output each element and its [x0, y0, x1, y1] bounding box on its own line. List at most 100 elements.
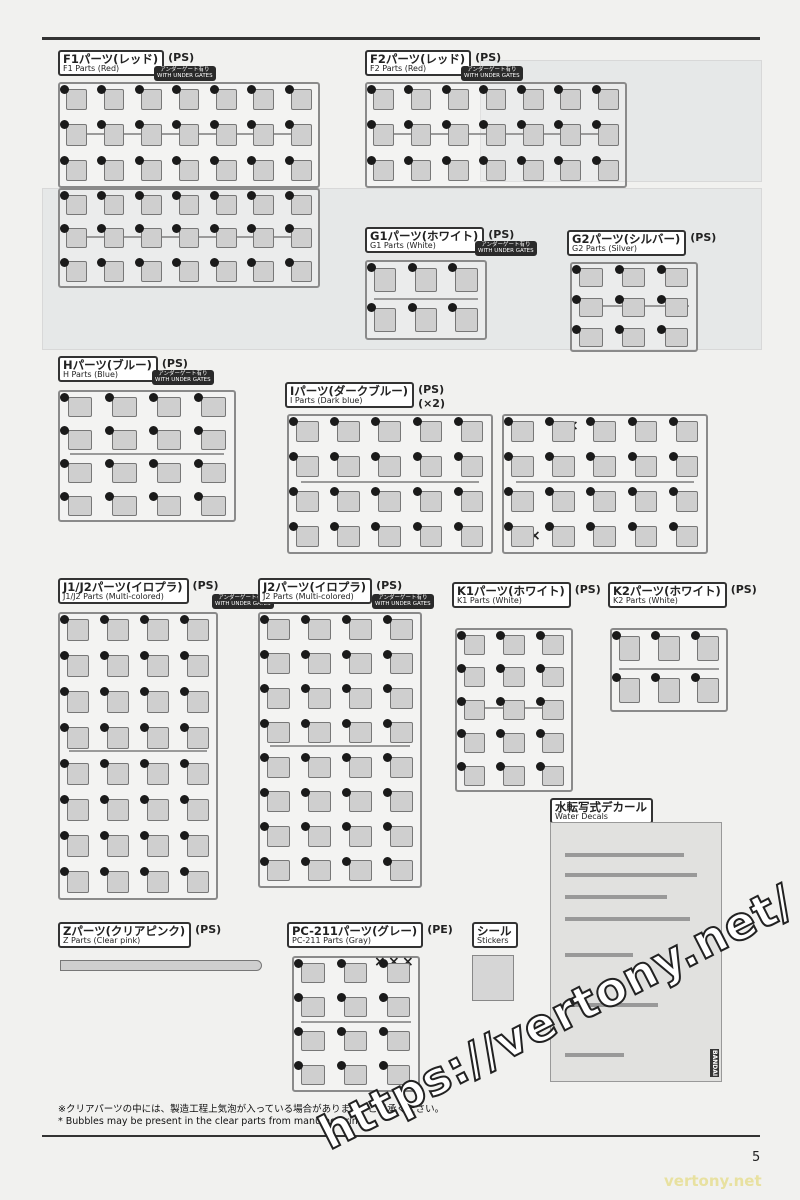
sprue-part [697, 678, 719, 704]
sprue-part [156, 495, 182, 516]
sprue-part [579, 268, 603, 287]
part-number-dot [545, 417, 555, 426]
sprue-part [502, 634, 525, 655]
sprue-part [502, 667, 525, 688]
sprue-part [201, 495, 226, 516]
z-subtitle: Z Parts (Clear pink) [63, 936, 141, 946]
sprue-part [186, 727, 209, 749]
sprue-part [463, 634, 486, 655]
sprue-part [103, 194, 125, 215]
part-number-dot [591, 120, 601, 130]
part-number-dot [100, 867, 109, 876]
sprue-part [597, 124, 619, 146]
sprue-part [390, 653, 413, 675]
part-number-dot [651, 631, 661, 640]
part-number-dot [657, 325, 667, 334]
f2-title: F2パーツ(レッド) [370, 52, 466, 66]
part-number-dot [479, 85, 489, 94]
sprue-part [178, 261, 200, 282]
f1-material: (PS) [168, 51, 195, 64]
part-number-dot [301, 718, 310, 728]
sprue-part [66, 261, 87, 282]
sprue-part [290, 228, 312, 249]
part-number-dot [260, 684, 269, 693]
part-number-dot [496, 696, 506, 706]
part-number-dot [100, 795, 109, 804]
sprue-part [460, 491, 484, 513]
part-number-dot [379, 1027, 389, 1036]
part-number-dot [301, 615, 310, 624]
sprue-part [146, 727, 169, 749]
sprue-part [290, 159, 312, 182]
sprue-part [156, 396, 182, 417]
sprue-part [186, 691, 209, 713]
part-number-dot [690, 631, 700, 640]
g2-material: (PS) [690, 231, 717, 244]
part-number-dot [172, 224, 182, 234]
part-number-dot [149, 426, 158, 435]
part-number-dot [294, 993, 303, 1002]
part-number-dot [294, 1027, 303, 1036]
part-number-dot [209, 257, 219, 267]
part-number-dot [180, 867, 189, 876]
stickers-title: シール [477, 924, 512, 938]
k1-subtitle: K1 Parts (White) [457, 596, 522, 606]
sprue-part [634, 456, 658, 478]
sprue-part [146, 691, 169, 713]
sprue-part [344, 962, 368, 984]
sprue-part [290, 89, 312, 111]
part-number-dot [301, 822, 310, 831]
sprue-part [485, 89, 507, 111]
i-quantity: (×2) [418, 397, 445, 410]
sprue-part [485, 124, 507, 146]
part-number-dot [149, 492, 158, 501]
part-number-dot [383, 615, 392, 624]
sprue-part [542, 765, 564, 786]
sprue-part [141, 124, 162, 146]
part-number-dot [612, 673, 621, 682]
sprue-part [215, 261, 237, 282]
sprue-part [201, 462, 226, 483]
g1-title: G1パーツ(ホワイト) [370, 229, 479, 243]
part-number-dot [100, 615, 109, 624]
part-number-dot [457, 696, 466, 706]
part-number-dot [180, 723, 189, 732]
part-number-dot [134, 224, 144, 234]
sprue-part [67, 429, 93, 450]
pc211-title: PC-211パーツ(グレー) [292, 924, 418, 938]
part-number-dot [614, 295, 624, 304]
sprue-part [502, 765, 525, 786]
part-number-dot [535, 631, 545, 640]
sprue-part [455, 268, 478, 292]
part-number-dot [180, 615, 189, 624]
part-number-dot [441, 85, 451, 94]
sprue-part [593, 491, 617, 513]
part-number-dot [586, 522, 596, 531]
sprue-part [141, 194, 162, 215]
part-number-dot [97, 191, 107, 200]
sprue-part [66, 89, 87, 111]
cut-mark: × [388, 954, 400, 970]
part-number-dot [496, 663, 506, 673]
sprue-part [66, 799, 89, 821]
sprue-part [178, 159, 200, 182]
part-number-dot [545, 522, 555, 531]
sprue-part [308, 722, 331, 744]
section-j2: J2パーツ(イロプラ) J2 Parts (Multi-colored) (PS… [258, 578, 434, 618]
part-number-dot [535, 729, 545, 739]
part-number-dot [60, 155, 69, 165]
part-number-dot [104, 459, 114, 468]
part-number-dot [60, 867, 69, 876]
bandai-logo: BANDAI [710, 1048, 719, 1077]
i-subtitle: I Parts (Dark blue) [290, 396, 363, 406]
sprue-part [460, 421, 484, 443]
sprue-part [103, 261, 125, 282]
part-number-dot [260, 856, 269, 866]
part-number-dot [247, 120, 257, 130]
sprue-part [552, 421, 575, 443]
sprue-part [386, 962, 411, 984]
part-number-dot [172, 155, 182, 165]
sprue-part [502, 732, 525, 753]
sprue-part [485, 159, 507, 182]
